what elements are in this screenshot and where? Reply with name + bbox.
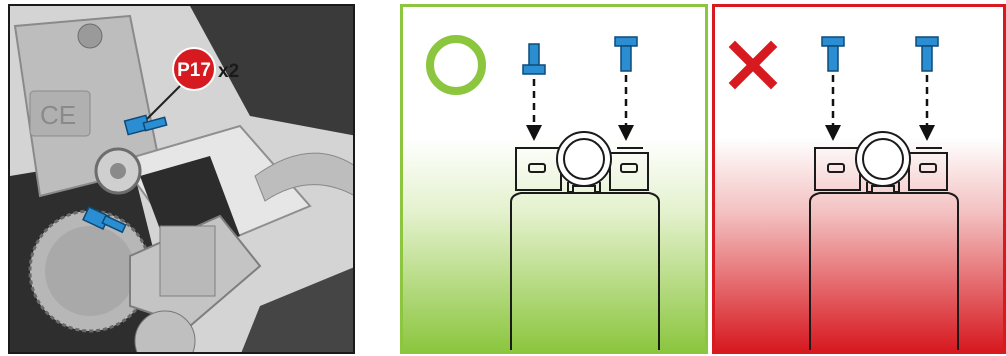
part-badge: P17 bbox=[173, 48, 215, 90]
correct-diagram bbox=[403, 7, 705, 351]
short-screw-icon bbox=[523, 44, 545, 74]
part-quantity: x2 bbox=[218, 61, 239, 82]
assembly-photo: CE P17 bbox=[10, 6, 355, 354]
cross-icon bbox=[735, 47, 771, 83]
wrong-example-panel bbox=[712, 4, 1006, 354]
long-screw-icon bbox=[822, 37, 844, 71]
ce-mark: CE bbox=[40, 100, 76, 130]
long-screw-icon bbox=[615, 37, 637, 71]
long-screw-icon bbox=[916, 37, 938, 71]
circle-icon bbox=[430, 39, 482, 91]
part-badge-label: P17 bbox=[177, 60, 211, 81]
correct-example-panel bbox=[400, 4, 708, 354]
component-outline bbox=[810, 132, 958, 350]
wrong-diagram bbox=[715, 7, 1003, 351]
component-outline bbox=[511, 132, 659, 350]
assembly-photo-panel: CE P17 bbox=[8, 4, 355, 354]
